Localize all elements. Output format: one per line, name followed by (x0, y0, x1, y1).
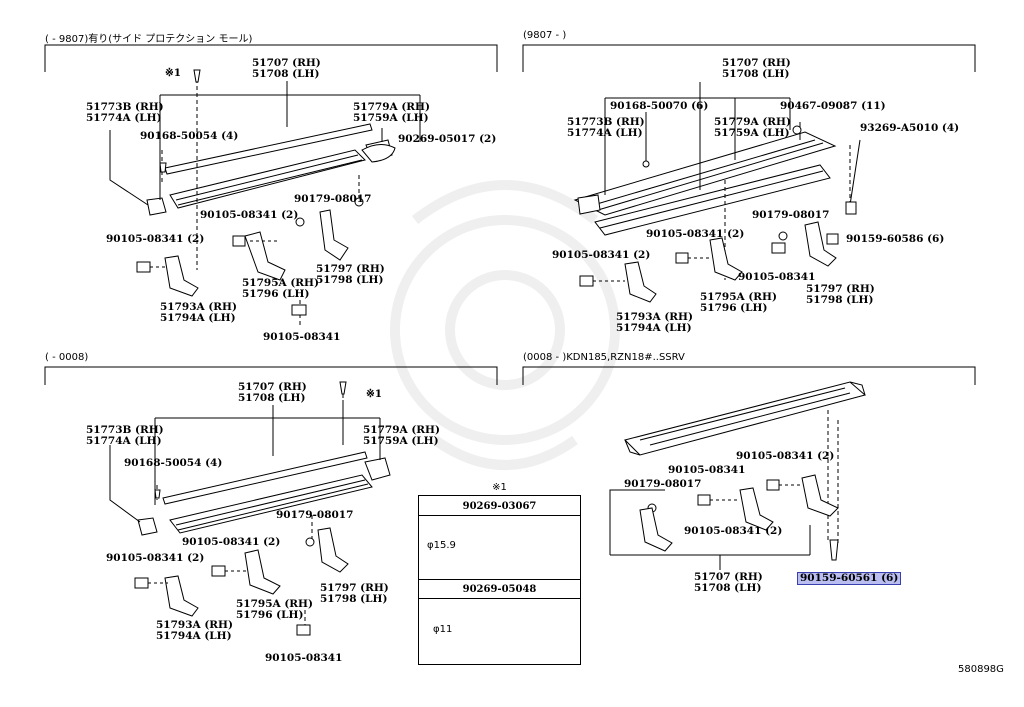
rivet-2-part[interactable]: 90269-05048 (462, 584, 537, 595)
section-3-caption: ( - 0008) (45, 352, 89, 363)
section-2-caption: (9807 - ) (523, 30, 567, 41)
watermark-emblem (390, 180, 620, 470)
part-90105-label-a[interactable]: 90105-08341 (2) (182, 536, 281, 548)
part-51773b-label[interactable]: 51773B (RH) 51774A (LH) (86, 101, 164, 124)
part-90159-label-highlighted[interactable]: 90159-60561 (6) (797, 572, 902, 585)
part-90105-label-b[interactable]: 90105-08341 (2) (106, 552, 205, 564)
part-90467-label[interactable]: 90467-09087 (11) (780, 100, 886, 112)
part-51773b-label[interactable]: 51773B (RH) 51774A (LH) (86, 424, 164, 447)
part-90168-label[interactable]: 90168-50054 (4) (124, 457, 223, 469)
part-51793a-label[interactable]: 51793A (RH) 51794A (LH) (616, 311, 693, 334)
section-4-bracket (522, 366, 976, 385)
part-51779a-label[interactable]: 51779A (RH) 51759A (LH) (714, 116, 791, 139)
rivet-1-diameter: φ15.9 (427, 540, 456, 551)
part-51773b-label[interactable]: 51773B (RH) 51774A (LH) (567, 116, 645, 139)
part-90105-label-b[interactable]: 90105-08341 (2) (106, 233, 205, 245)
part-51795a-label[interactable]: 51795A (RH) 51796 (LH) (236, 598, 313, 621)
section-1-drawing (109, 69, 421, 325)
section-4-drawing (609, 381, 867, 570)
part-90105-label-c[interactable]: 90105-08341 (263, 331, 341, 343)
rivet-note-title: ※1 (492, 482, 507, 493)
part-51779a-label[interactable]: 51779A (RH) 51759A (LH) (363, 424, 440, 447)
section-1-bracket (44, 44, 498, 72)
illustration-code: 580898G (958, 664, 1004, 675)
part-90179-label[interactable]: 90179-08017 (276, 509, 354, 521)
part-51797-label[interactable]: 51797 (RH) 51798 (LH) (806, 283, 875, 306)
section-1-caption: ( - 9807)有り(サイド プロテクション モール) (45, 34, 253, 45)
part-51707-label[interactable]: 51707 (RH) 51708 (LH) (694, 571, 763, 594)
part-90105-label-c[interactable]: 90105-08341 (265, 652, 343, 664)
part-51797-label[interactable]: 51797 (RH) 51798 (LH) (320, 582, 389, 605)
part-51707-label[interactable]: 51707 (RH) 51708 (LH) (252, 57, 321, 80)
note-mark-1: ※1 (366, 388, 383, 400)
part-51795a-label[interactable]: 51795A (RH) 51796 (LH) (700, 291, 777, 314)
part-90168-label[interactable]: 90168-50070 (6) (610, 100, 709, 112)
part-90105-label-b[interactable]: 90105-08341 (2) (552, 249, 651, 261)
rivet-2-diameter: φ11 (433, 624, 453, 635)
part-90168-label[interactable]: 90168-50054 (4) (140, 130, 239, 142)
part-90105-label-c[interactable]: 90105-08341 (2) (684, 525, 783, 537)
part-90179-label[interactable]: 90179-08017 (624, 478, 702, 490)
part-90269-label[interactable]: 90269-05017 (2) (398, 133, 497, 145)
part-51797-label[interactable]: 51797 (RH) 51798 (LH) (316, 263, 385, 286)
part-51779a-label[interactable]: 51779A (RH) 51759A (LH) (353, 101, 430, 124)
part-90105-label-c[interactable]: 90105-08341 (738, 271, 816, 283)
part-90179-label[interactable]: 90179-08017 (294, 193, 372, 205)
part-51707-label[interactable]: 51707 (RH) 51708 (LH) (238, 381, 307, 404)
section-4-caption: (0008 - )KDN185,RZN18#..SSRV (523, 352, 685, 363)
part-90159-label[interactable]: 90159-60586 (6) (846, 233, 945, 245)
part-90105-label-b[interactable]: 90105-08341 (668, 464, 746, 476)
section-2-drawing (573, 82, 861, 303)
rivet-1-part[interactable]: 90269-03067 (462, 501, 537, 512)
rivet-note-box: ※1 90269-03067 φ15.9 90269-05048 φ11 (418, 482, 581, 665)
part-90105-label-a[interactable]: 90105-08341 (2) (646, 228, 745, 240)
part-51793a-label[interactable]: 51793A (RH) 51794A (LH) (156, 619, 233, 642)
section-2-bracket (522, 44, 976, 72)
section-3-bracket (44, 366, 498, 385)
section-3-drawing (109, 381, 391, 636)
part-51795a-label[interactable]: 51795A (RH) 51796 (LH) (242, 277, 319, 300)
part-90105-label-a[interactable]: 90105-08341 (2) (200, 209, 299, 221)
part-90105-label-a[interactable]: 90105-08341 (2) (736, 450, 835, 462)
part-93269-label[interactable]: 93269-A5010 (4) (860, 122, 960, 134)
part-51707-label[interactable]: 51707 (RH) 51708 (LH) (722, 57, 791, 80)
part-90179-label[interactable]: 90179-08017 (752, 209, 830, 221)
part-51793a-label[interactable]: 51793A (RH) 51794A (LH) (160, 301, 237, 324)
note-mark-1: ※1 (165, 67, 182, 79)
